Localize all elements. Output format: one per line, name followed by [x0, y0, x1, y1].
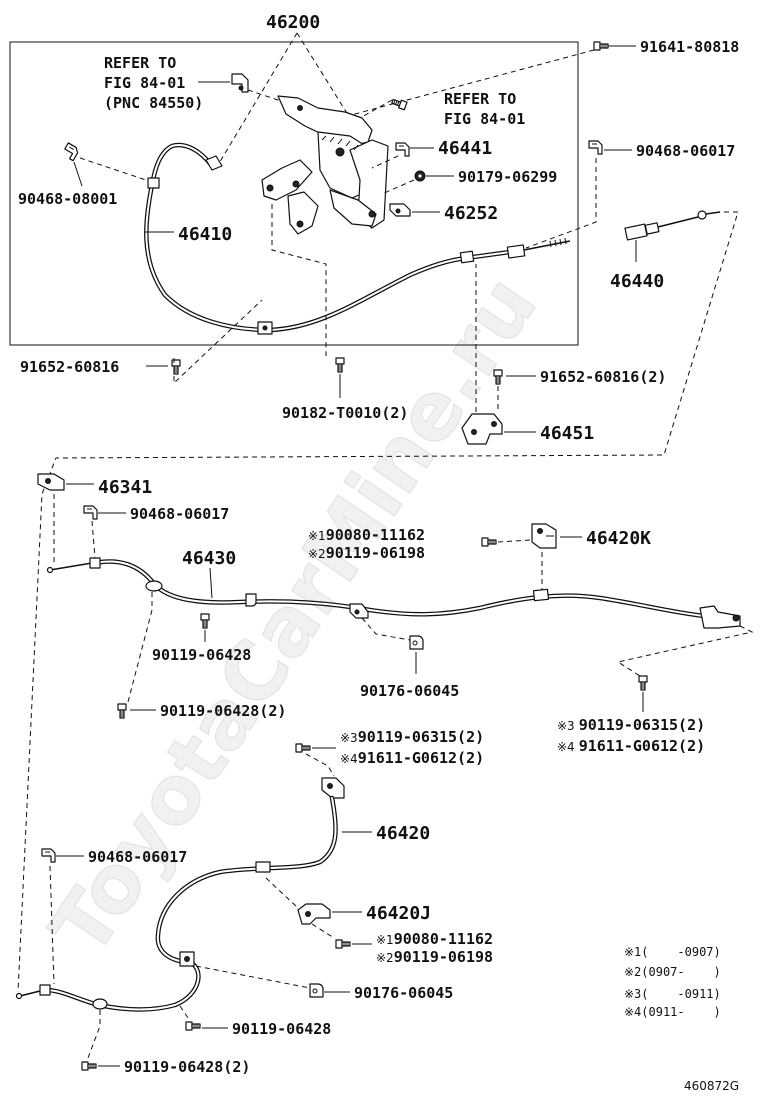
label-90119-06428-2-lower: 90119-06428(2) [124, 1058, 250, 1076]
label-46420K: 46420K [586, 528, 651, 549]
label-90468-06017-upper: 90468-06017 [636, 142, 735, 160]
leader-bolts-left-dash [305, 753, 335, 777]
leader-90119-06428-lower-dash [179, 1005, 189, 1019]
part-46420K-icon [531, 523, 557, 549]
leader-90176-06045-lower-dash [195, 965, 311, 989]
label-46420: 46420 [376, 823, 430, 844]
label-90468-06017-mid: 90468-06017 [130, 505, 229, 523]
leader-90468-08001 [73, 161, 83, 187]
clip-90468-06017-upper-icon [588, 140, 603, 155]
leader-refer-left-dash [247, 89, 285, 103]
diagram-code: 460872G [684, 1079, 739, 1093]
leader-bolt-k-dash [497, 539, 531, 543]
bolt-90119-06428-mid-icon [200, 613, 210, 629]
label-91652-60816-2: 91652-60816(2) [540, 368, 666, 386]
label-46341: 46341 [98, 477, 152, 498]
leader-bolt-j-dash [311, 923, 335, 939]
label-bolt-k-2: ※290119-06198 [308, 544, 425, 562]
bolt-left-icon [295, 743, 311, 753]
label-90176-06045-lower: 90176-06045 [354, 984, 453, 1002]
bolt-90182-T0010-icon [335, 357, 345, 373]
label-46410: 46410 [178, 224, 232, 245]
part-46420J-icon [297, 903, 331, 925]
label-46420J: 46420J [366, 903, 431, 924]
leader-bolts-right-dash [616, 625, 754, 677]
bolt-right-icon [638, 675, 648, 691]
label-90468-08001: 90468-08001 [18, 190, 117, 208]
leader-90182-T0010-dash [271, 204, 327, 356]
label-bolts-left-1: ※390119-06315(2) [340, 728, 484, 746]
refer-left-bracket-icon [231, 73, 249, 93]
leader-refer-right-dash [359, 99, 393, 119]
leader-46430 [209, 567, 213, 599]
label-46430: 46430 [182, 548, 236, 569]
leader-91641-80818-dash [339, 49, 595, 119]
leader-90179-06299-dash [381, 179, 415, 195]
bolt-46420K-icon [481, 537, 497, 547]
label-90119-06428-lower: 90119-06428 [232, 1020, 331, 1038]
label-90182-T0010: 90182-T0010(2) [282, 404, 408, 422]
label-bolt-j-2: ※290119-06198 [376, 948, 493, 966]
clamp-90176-06045-mid-icon [409, 635, 424, 650]
label-bolts-left-2: ※491611-G0612(2) [340, 749, 484, 767]
leader-90176-06045-mid-dash [361, 617, 411, 641]
label-91652-60816: 91652-60816 [20, 358, 119, 376]
bolt-46420J-icon [335, 939, 351, 949]
leader-46420J-dash [265, 877, 299, 909]
label-bolt-j-1: ※190080-11162 [376, 930, 493, 948]
date-legend: ※1( -0907) ※2(0907- ) ※3( -0911) ※4(0911… [624, 945, 721, 1019]
label-90119-06428-2-mid: 90119-06428(2) [160, 702, 286, 720]
cable-46430 [46, 557, 741, 629]
leader-90468-08001-dash [79, 157, 153, 183]
parking-lever-assembly-icon [261, 95, 389, 235]
refer-right-bolt-icon [390, 96, 408, 111]
refer-left-note: REFER TO FIG 84-01 (PNC 84550) [104, 54, 203, 112]
label-91641-80818: 91641-80818 [640, 38, 739, 56]
legend-item-4: ※4(0911- ) [624, 1005, 721, 1019]
part-46440-icon [624, 210, 721, 241]
equalizer-connection-dash [17, 211, 739, 993]
clip-90468-06017-mid-icon [83, 505, 98, 520]
label-90468-06017-lower: 90468-06017 [88, 848, 187, 866]
part-46341-icon [37, 473, 65, 491]
leader-90468-06017-lower-dash [49, 865, 55, 985]
part-46441-icon [395, 142, 410, 157]
label-46441: 46441 [438, 138, 492, 159]
label-46440: 46440 [610, 271, 664, 292]
bolt-90119-06428-2-mid-icon [117, 703, 127, 719]
leader-90468-06017-mid-dash [91, 520, 96, 559]
clamp-90176-06045-lower-icon [309, 983, 324, 998]
legend-item-2: ※2(0907- ) [624, 965, 721, 979]
label-46451: 46451 [540, 423, 594, 444]
refer-right-note: REFER TO FIG 84-01 [444, 90, 525, 128]
label-90176-06045-mid: 90176-06045 [360, 682, 459, 700]
part-46252-icon [389, 203, 411, 217]
leader-46200 [214, 32, 351, 171]
leader-90119-06428-2-lower-dash [87, 1010, 101, 1059]
label-90119-06428-mid: 90119-06428 [152, 646, 251, 664]
leader-90119-06428-2-mid-dash [127, 592, 153, 703]
legend-item-3: ※3( -0911) [624, 987, 721, 1001]
bolt-90119-06428-lower-icon [185, 1021, 201, 1031]
bolt-91641-80818-icon [593, 41, 609, 51]
bolt-91652-60816-icon [171, 359, 181, 375]
clip-90468-08001-icon [61, 142, 81, 162]
label-46200: 46200 [266, 12, 320, 33]
label-90179-06299: 90179-06299 [458, 168, 557, 186]
nut-90179-06299-icon [414, 170, 426, 182]
cable-46420 [15, 777, 345, 1012]
leader-90468-06017-upper-dash [525, 158, 597, 249]
label-46252: 46252 [444, 203, 498, 224]
legend-item-1: ※1( -0907) [624, 945, 721, 959]
bolt-90119-06428-2-lower-icon [81, 1061, 97, 1071]
leader-46441-dash [371, 155, 399, 169]
label-bolt-k-1: ※190080-11162 [308, 526, 425, 544]
part-46451-icon [461, 413, 503, 445]
clip-90468-06017-lower-icon [41, 848, 56, 863]
cable-46410 [144, 142, 571, 335]
lever-group-frame [9, 41, 579, 346]
